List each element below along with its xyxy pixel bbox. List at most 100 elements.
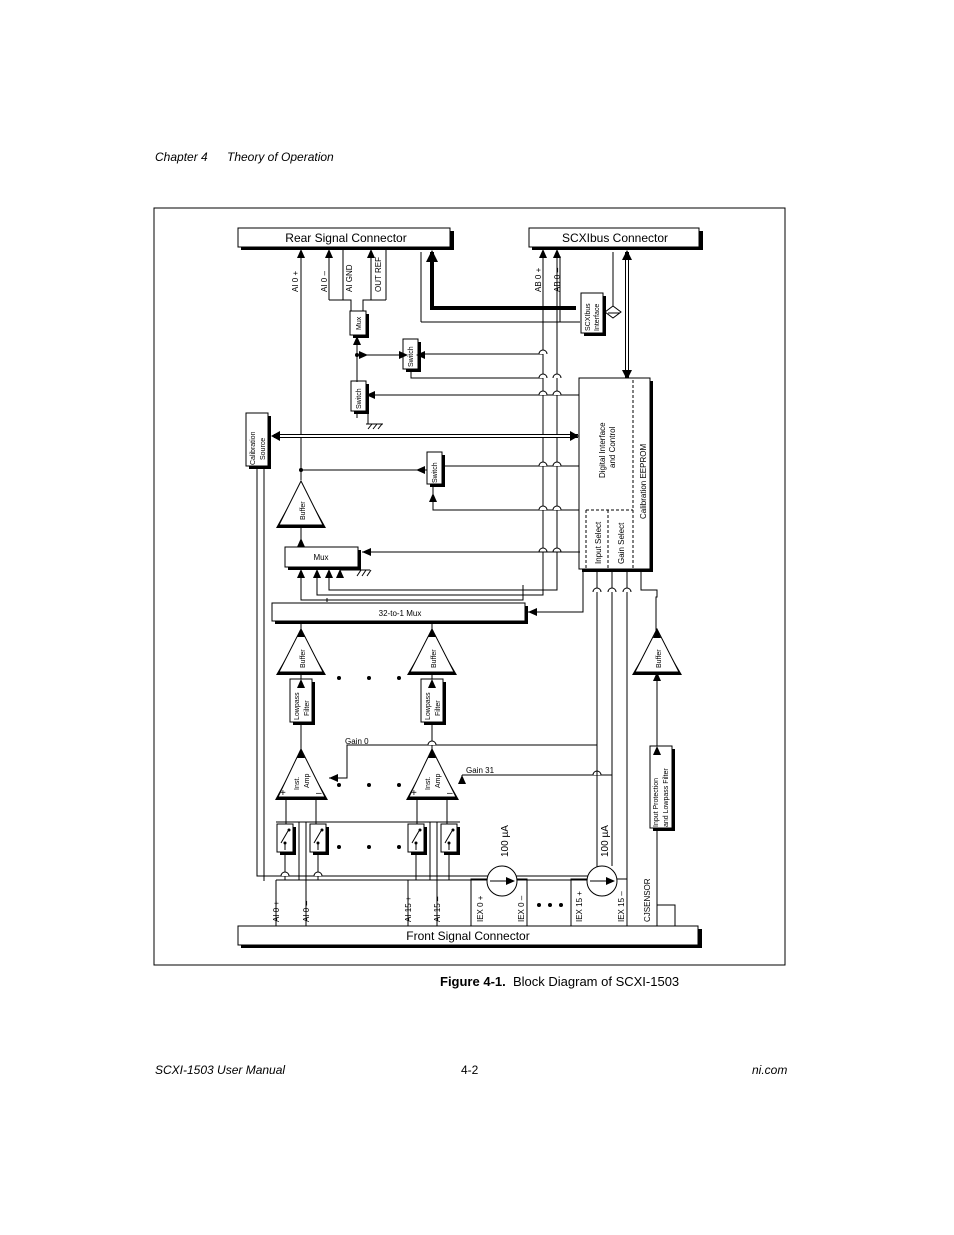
section-title: Theory of Operation [227, 150, 334, 164]
front-pin-labels: AI 0 + AI 0 – AI 15 + AI 15 – IEX 0 + IE… [272, 878, 652, 922]
svg-text:Amp: Amp [304, 774, 311, 789]
front-connector-label: Front Signal Connector [406, 929, 529, 943]
svg-text:Lowpass: Lowpass [294, 692, 301, 720]
website: ni.com [752, 1063, 788, 1077]
svg-text:Input Protection: Input Protection [653, 778, 660, 827]
channel-15-inst-amp: Inst. Amp + – [406, 747, 459, 800]
output-mux: Mux [284, 546, 361, 570]
iex0-current-label: 100 µA [500, 825, 511, 857]
pin-out-ref: OUT REF [374, 257, 383, 292]
rear-signal-connector: Rear Signal Connector [237, 227, 454, 250]
svg-text:+: + [280, 788, 286, 799]
svg-text:Filter: Filter [304, 700, 311, 716]
svg-text:Inst.: Inst. [294, 777, 301, 790]
wire-hops [538, 349, 562, 553]
iex15-current-source: 100 µA [570, 825, 628, 927]
calibration-eeprom-label: Calibration EEPROM [639, 444, 648, 519]
manual-title: SCXI-1503 User Manual [155, 1063, 286, 1077]
channel-ellipsis [337, 676, 563, 907]
svg-text:Buffer: Buffer [300, 649, 307, 668]
iex0-current-source: 100 µA [470, 825, 528, 927]
input-hops [280, 871, 323, 877]
switch-arrows [299, 351, 437, 502]
svg-text:Calibration: Calibration [250, 431, 257, 465]
gain-31-label: Gain 31 [466, 766, 495, 775]
channel-15-lowpass: Lowpass Filter [420, 678, 446, 725]
output-mux-arrows [297, 538, 371, 578]
pin-ai0-plus-front: AI 0 + [272, 901, 281, 922]
pin-ai0-minus-front: AI 0 – [302, 901, 311, 922]
digital-interface-control: Digital Interface and Control Calibratio… [578, 377, 653, 572]
svg-text:SCXIbus: SCXIbus [585, 303, 592, 331]
switch-lower: Switch [426, 451, 445, 487]
cjsensor-wiring [656, 672, 676, 926]
svg-text:Amp: Amp [435, 774, 442, 789]
svg-text:Switch: Switch [432, 462, 439, 483]
svg-text:Source: Source [260, 438, 267, 460]
chapter-label: Chapter 4 [155, 150, 208, 164]
input-wiring [275, 745, 613, 926]
gain-0-label: Gain 0 [345, 737, 369, 746]
select-line-hops [592, 587, 632, 593]
channel-0-input-switches [276, 823, 329, 855]
rear-wiring [300, 250, 580, 590]
svg-text:Buffer: Buffer [431, 649, 438, 668]
rear-pin-labels: AI 0 + AI 0 – AI GND OUT REF AB 0 + AB 0… [291, 257, 562, 292]
pin-iex0-plus: IEX 0 + [476, 895, 485, 922]
svg-text:and Control: and Control [608, 426, 617, 468]
calibration-source-wiring [256, 466, 282, 881]
digital-select-lines [326, 569, 658, 880]
calibration-source: Calibration Source [245, 412, 271, 469]
svg-text:Buffer: Buffer [300, 501, 307, 520]
pin-ai-gnd: AI GND [345, 264, 354, 292]
svg-text:Mux: Mux [356, 316, 363, 330]
channel-0-inst-amp: Inst. Amp + – [275, 747, 328, 800]
pin-ai0-minus-rear: AI 0 – [320, 271, 329, 292]
mux-32-to-1: 32-to-1 Mux [271, 602, 528, 624]
svg-text:–: – [316, 788, 322, 799]
gain-hops [427, 740, 602, 776]
figure-frame [153, 207, 786, 966]
svg-text:and Lowpass Filter: and Lowpass Filter [663, 768, 670, 827]
svg-text:–: – [447, 788, 453, 799]
svg-text:Filter: Filter [435, 700, 442, 716]
input-select-label: Input Select [594, 521, 603, 564]
svg-text:Inst.: Inst. [425, 777, 432, 790]
scxibus-interface: SCXIbus Interface [580, 292, 606, 336]
figure-number: Figure 4-1. [440, 974, 506, 989]
channel-15-input-switches [407, 823, 460, 855]
figure-caption: Figure 4-1. Block Diagram of SCXI-1503 [440, 974, 679, 989]
ground-symbols [355, 412, 383, 577]
switch-upper: Switch [402, 338, 421, 372]
switch-middle: Switch [350, 380, 369, 414]
scxibus-connector: SCXIbus Connector [528, 227, 703, 250]
svg-text:+: + [411, 788, 417, 799]
pin-cjsensor: CJSENSOR [643, 878, 652, 922]
scxibus-data-bus [274, 252, 629, 438]
gain-select-label: Gain Select [617, 522, 626, 564]
svg-text:Digital Interface: Digital Interface [598, 422, 607, 478]
figure-title: Block Diagram of SCXI-1503 [512, 974, 680, 989]
pin-iex15-plus: IEX 15 + [575, 891, 584, 922]
svg-text:Mux: Mux [313, 553, 328, 562]
pin-ai0-plus-rear: AI 0 + [291, 271, 300, 292]
svg-text:Switch: Switch [408, 346, 415, 367]
rear-arrows [297, 249, 561, 345]
pin-ab0-plus: AB 0 + [534, 267, 543, 292]
svg-text:Lowpass: Lowpass [425, 692, 432, 720]
svg-text:Interface: Interface [594, 304, 601, 331]
pin-ai15-plus: AI 15 + [404, 896, 413, 922]
channel-arrows [297, 628, 466, 784]
scxibus-connector-label: SCXIbus Connector [562, 231, 668, 245]
svg-text:Buffer: Buffer [656, 649, 663, 668]
scxibus-interface-links [559, 252, 622, 323]
svg-text:Switch: Switch [356, 388, 363, 409]
channel-wiring [285, 621, 463, 826]
output-mux-wiring [300, 551, 580, 601]
svg-text:32-to-1 Mux: 32-to-1 Mux [379, 609, 422, 618]
page-number: 4-2 [461, 1063, 479, 1077]
rear-connector-label: Rear Signal Connector [285, 231, 406, 245]
input-protection-filter: Input Protection and Lowpass Filter [649, 745, 675, 831]
output-buffer: Buffer [276, 479, 326, 528]
